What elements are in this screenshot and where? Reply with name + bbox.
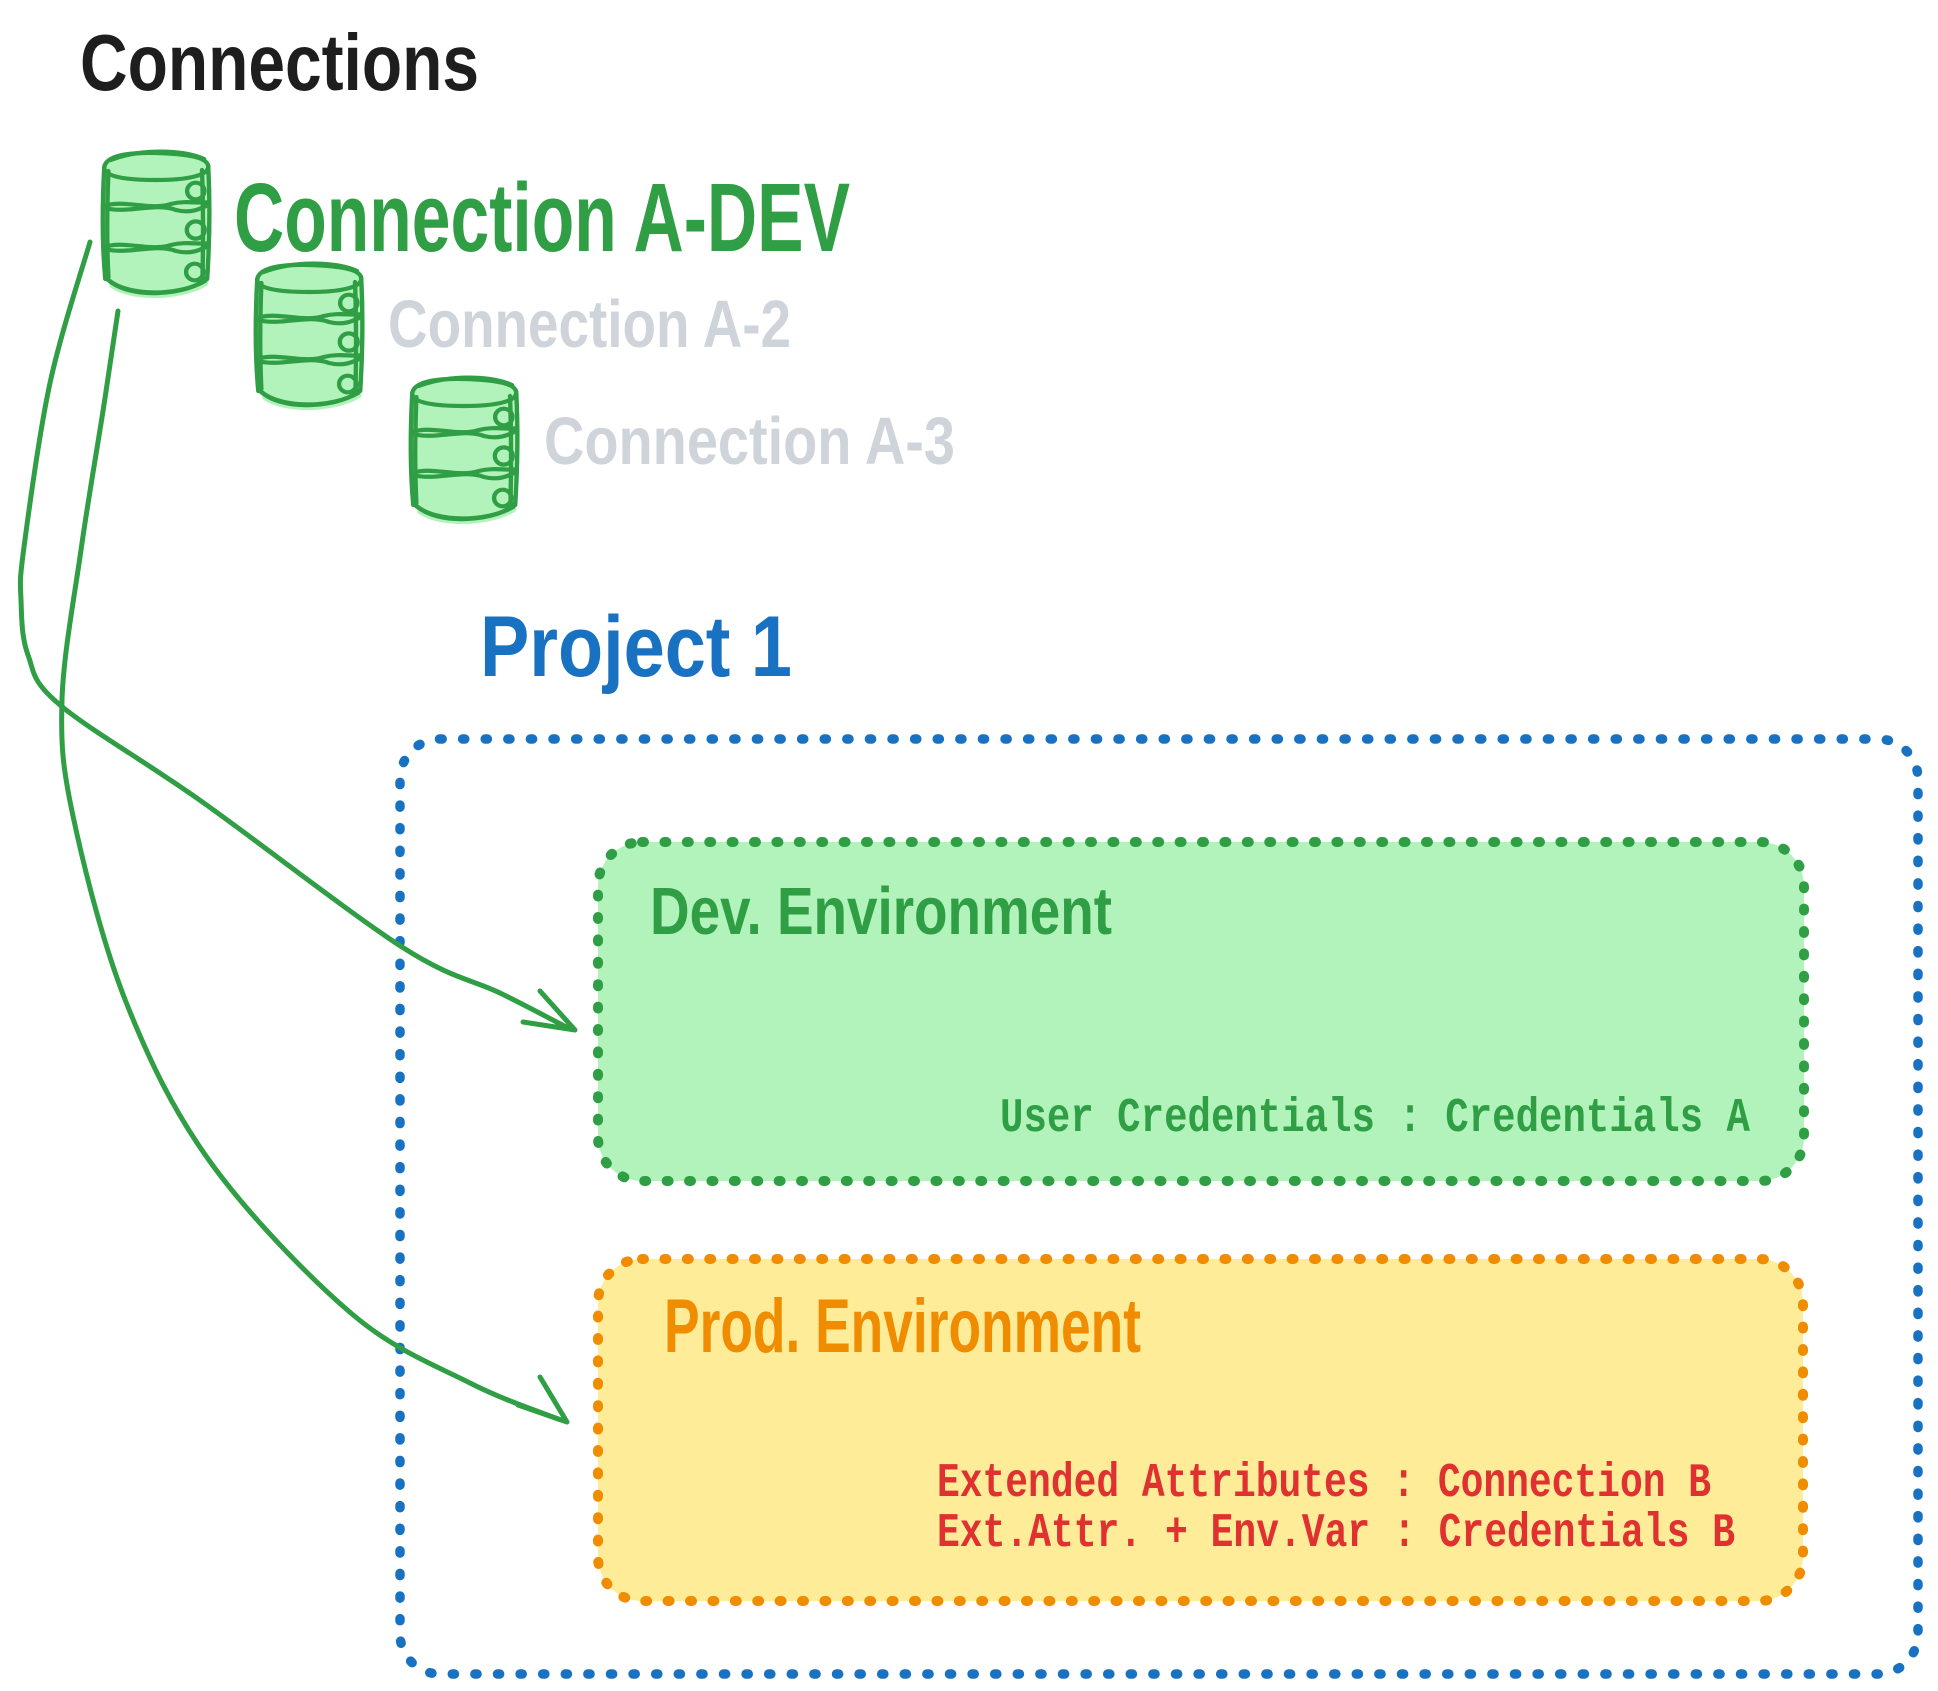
svg-text:Connection A-DEV: Connection A-DEV [234, 163, 850, 272]
svg-text:Dev. Environment: Dev. Environment [650, 874, 1112, 949]
svg-text:Connection A-2: Connection A-2 [388, 287, 791, 362]
svg-text:Prod. Environment: Prod. Environment [664, 1284, 1141, 1369]
svg-text:Project 1: Project 1 [480, 599, 792, 695]
svg-text:Ext.Attr. + Env.Var : Credenti: Ext.Attr. + Env.Var : Credentials B [937, 1507, 1735, 1561]
svg-text:Connections: Connections [80, 18, 479, 107]
svg-text:Extended Attributes : Connecti: Extended Attributes : Connection B [937, 1457, 1711, 1511]
svg-text:Connection A-3: Connection A-3 [544, 404, 955, 479]
svg-text:User Credentials : Credentials: User Credentials : Credentials A [1000, 1092, 1750, 1146]
